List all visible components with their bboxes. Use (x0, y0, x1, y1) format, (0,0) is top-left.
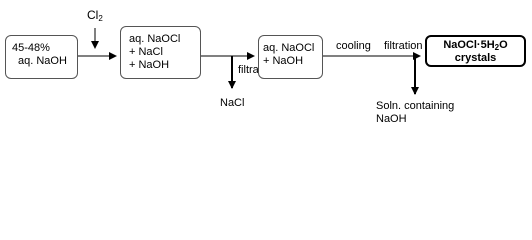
filtrate-line-naoh: + NaOH (263, 55, 304, 67)
cooling-label: cooling (336, 40, 371, 52)
filtration-label-2: filtration (384, 40, 423, 52)
product-label: crystals (454, 52, 497, 64)
mix-line-nacl: + NaCl (129, 46, 163, 58)
cl2-label: Cl2 (87, 8, 103, 23)
product-formula: NaOCl·5H2O (443, 39, 508, 52)
start-reagent: aq. NaOH (18, 55, 67, 67)
start-concentration: 45-48% (12, 42, 50, 54)
solution-output-line1: Soln. containing (376, 100, 455, 112)
solution-output-line2: NaOH (376, 113, 407, 125)
mix-box: aq. NaOCl + NaCl + NaOH (120, 26, 201, 79)
nacl-output: NaCl (220, 97, 245, 109)
filtrate-box: aq. NaOCl + NaOH (258, 35, 323, 79)
product-box: NaOCl·5H2O crystals (425, 35, 526, 67)
start-box: 45-48% aq. NaOH (5, 35, 78, 79)
mix-line-naocl: aq. NaOCl (129, 33, 181, 45)
mix-line-naoh: + NaOH (129, 59, 170, 71)
filtrate-line-naocl: aq. NaOCl (263, 42, 315, 54)
arrow-layer (78, 28, 421, 95)
